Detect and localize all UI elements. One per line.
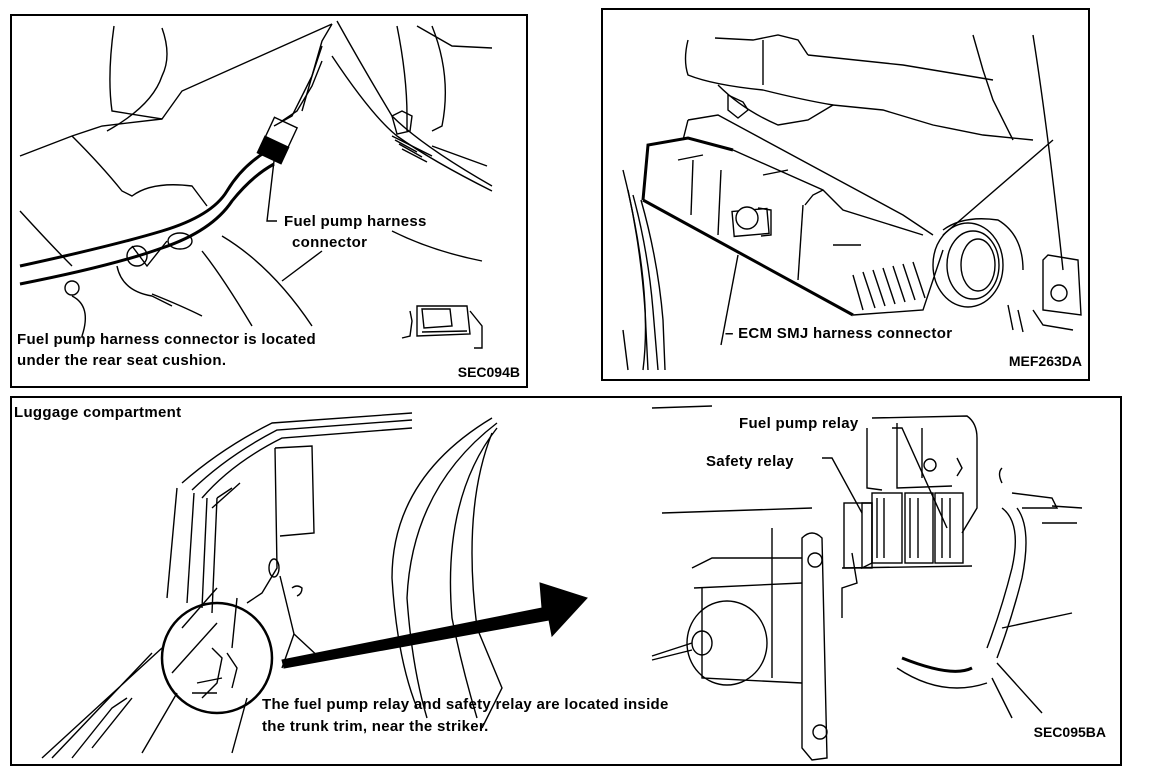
figure-ecm-smj-connector: – ECM SMJ harness connector MEF263DA — [601, 8, 1090, 381]
connector-callout-line1: Fuel pump harness — [284, 213, 427, 230]
figure-luggage-compartment-relays: Luggage compartment — [10, 396, 1122, 766]
trunk-relay-illustration — [41, 405, 1083, 761]
panel-title: Luggage compartment — [14, 404, 182, 421]
figure-fuel-pump-harness-connector: Fuel pump harness connector Fuel pump ha… — [10, 14, 528, 388]
connector-callout-line2: connector — [292, 234, 368, 251]
ecm-smj-callout: – ECM SMJ harness connector — [725, 325, 953, 342]
caption-line2: under the rear seat cushion. — [17, 352, 227, 369]
ecm-illustration — [622, 34, 1082, 371]
fuel-pump-relay-callout: Fuel pump relay — [739, 415, 859, 432]
figure-code: MEF263DA — [1008, 353, 1082, 369]
figure-code: SEC094B — [457, 364, 520, 380]
caption-line2: the trunk trim, near the striker. — [262, 718, 489, 735]
safety-relay-callout: Safety relay — [706, 453, 794, 470]
caption-line1: The fuel pump relay and safety relay are… — [262, 696, 669, 713]
caption-line1: Fuel pump harness connector is located — [17, 331, 316, 348]
rear-seat-floor-illustration — [19, 20, 493, 349]
figure-code: SEC095BA — [1033, 724, 1106, 740]
